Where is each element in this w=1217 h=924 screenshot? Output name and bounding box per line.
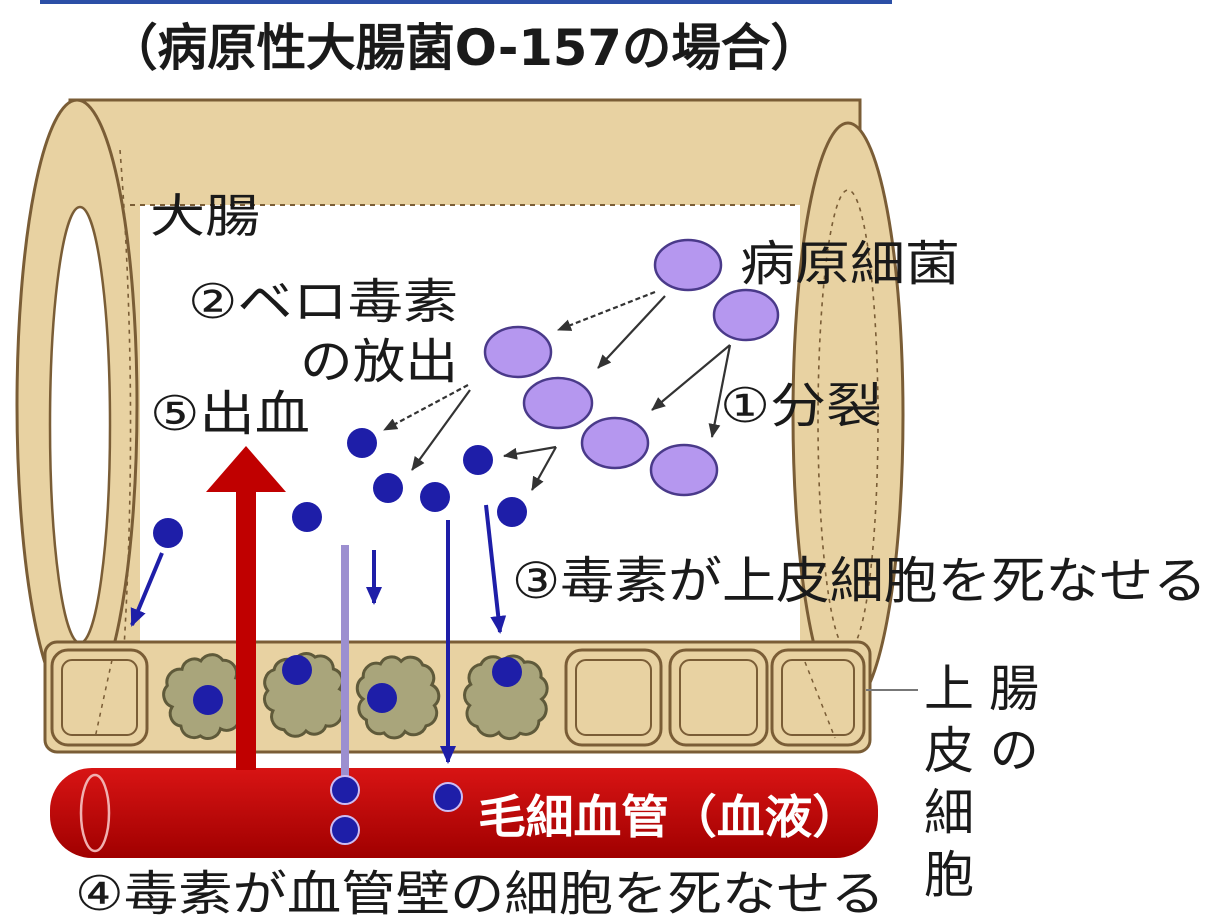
- toxin-dot-in-cell: [492, 657, 522, 687]
- epithelial-cell-damaged: [463, 654, 549, 741]
- toxin-dot-in-cell: [193, 685, 223, 715]
- toxin-dot-in-cell: [367, 683, 397, 713]
- epithelial-cell-layer: [43, 640, 918, 754]
- bacterium: [649, 443, 719, 497]
- toxin-kills-vessel-wall-label: ④毒素が血管壁の細胞を死なせる: [75, 866, 885, 922]
- process-arrows: [383, 290, 732, 491]
- toxin-dot: [347, 428, 377, 458]
- division-arrow: [597, 295, 666, 369]
- diagram-title: （病原性大腸菌O-157の場合）: [108, 19, 820, 77]
- toxin-release-arrow: [411, 389, 471, 471]
- toxin-arrow: [130, 552, 164, 627]
- epithelial-cells-label-col2: 上皮細胞: [916, 662, 974, 910]
- epithelial-cells-label-col1: 腸の: [981, 662, 1039, 786]
- toxin-dot: [153, 518, 183, 548]
- intestine-left-opening: [48, 205, 112, 645]
- bacterium: [522, 376, 594, 430]
- division-label: ①分裂: [720, 378, 882, 434]
- toxin-release-arrow: [531, 446, 557, 491]
- toxin-dot: [463, 445, 493, 475]
- division-arrow: [557, 290, 656, 332]
- toxin-dot: [292, 502, 322, 532]
- verotoxin-release-label-line2: の放出: [300, 334, 458, 390]
- division-arrow: [708, 344, 732, 438]
- verotoxin-particles: [153, 428, 527, 845]
- capillary-vessel: [50, 768, 878, 858]
- toxin-entry-path: [341, 545, 349, 795]
- epithelial-cell-healthy: [564, 648, 663, 747]
- toxin-movement-arrows: [130, 504, 507, 764]
- toxin-dot: [373, 473, 403, 503]
- toxin-dot: [497, 497, 527, 527]
- toxin-dot-in-blood: [330, 775, 360, 805]
- capillary-end-opening: [79, 773, 111, 853]
- title-frame-line: [40, 0, 892, 4]
- epithelial-cell-healthy: [50, 648, 149, 747]
- capillary: 毛細血管（血液）: [50, 768, 878, 858]
- epithelial-cell-healthy: [770, 648, 866, 747]
- division-arrow: [651, 344, 731, 411]
- bacterium: [580, 416, 650, 470]
- bleeding-label: ⑤出血: [150, 386, 310, 442]
- toxin-dot-in-cell: [282, 655, 312, 685]
- epithelial-cell-healthy: [668, 648, 769, 747]
- verotoxin-release-label-line1: ②ベロ毒素: [188, 274, 458, 330]
- pathogenic-bacteria-label: 病原細菌: [740, 236, 960, 292]
- bacterium: [712, 288, 780, 342]
- bacterium: [653, 238, 723, 292]
- toxin-release-arrow: [503, 445, 557, 460]
- large-intestine-label: 大腸: [150, 189, 260, 243]
- pathogenic-bacteria-group: [483, 238, 780, 497]
- toxin-dot-in-blood: [433, 782, 463, 812]
- toxin-dot-in-blood: [330, 815, 360, 845]
- epithelial-cell-damaged: [355, 655, 441, 740]
- bacterium: [483, 325, 553, 379]
- bleeding-arrow: [206, 446, 286, 770]
- toxin-arrow: [484, 504, 507, 634]
- left-ring-dashed-edge: [119, 149, 132, 681]
- capillary-label: 毛細血管（血液）: [478, 790, 860, 844]
- toxin-dot: [420, 482, 450, 512]
- toxin-kills-epithelium-label: ③毒素が上皮細胞を死なせる: [512, 552, 1207, 610]
